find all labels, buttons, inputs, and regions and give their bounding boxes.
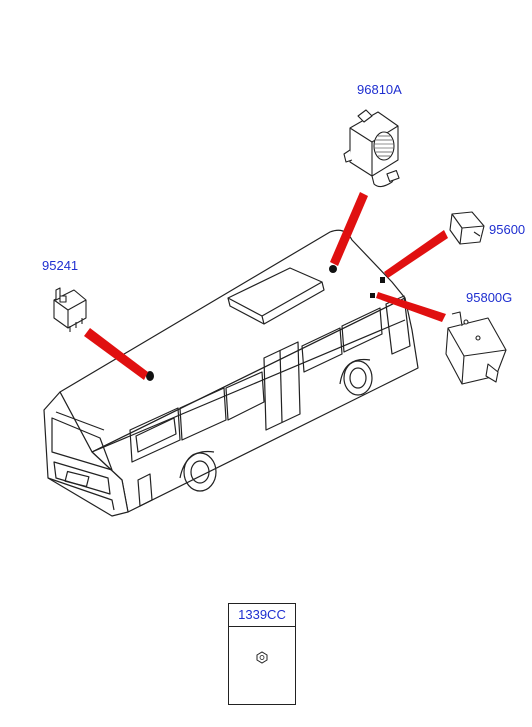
leader-95800g <box>376 292 446 322</box>
part-95600-drawing <box>449 211 485 245</box>
legend-box: 1339CC <box>228 603 296 705</box>
label-95800g: 95800G <box>466 290 512 305</box>
part-96810a-drawing <box>343 109 400 188</box>
mount-point-95800g <box>370 293 375 298</box>
legend-part-code: 1339CC <box>229 604 295 627</box>
leader-95241 <box>84 328 148 380</box>
part-95241-drawing <box>53 287 87 332</box>
leader-lines <box>84 192 448 380</box>
mount-point-95241 <box>146 371 154 381</box>
mount-points <box>146 265 385 381</box>
leader-95600 <box>384 230 448 278</box>
mount-point-96810a <box>329 265 337 273</box>
bus-illustration <box>43 229 419 517</box>
nut-icon <box>256 651 268 664</box>
leader-96810a <box>330 192 368 266</box>
part-95800g-drawing <box>445 311 507 385</box>
mount-point-95600 <box>380 277 385 283</box>
legend-body <box>229 627 295 705</box>
label-96810a: 96810A <box>357 82 402 97</box>
label-95241: 95241 <box>42 258 78 273</box>
label-95600: 95600 <box>489 222 525 237</box>
